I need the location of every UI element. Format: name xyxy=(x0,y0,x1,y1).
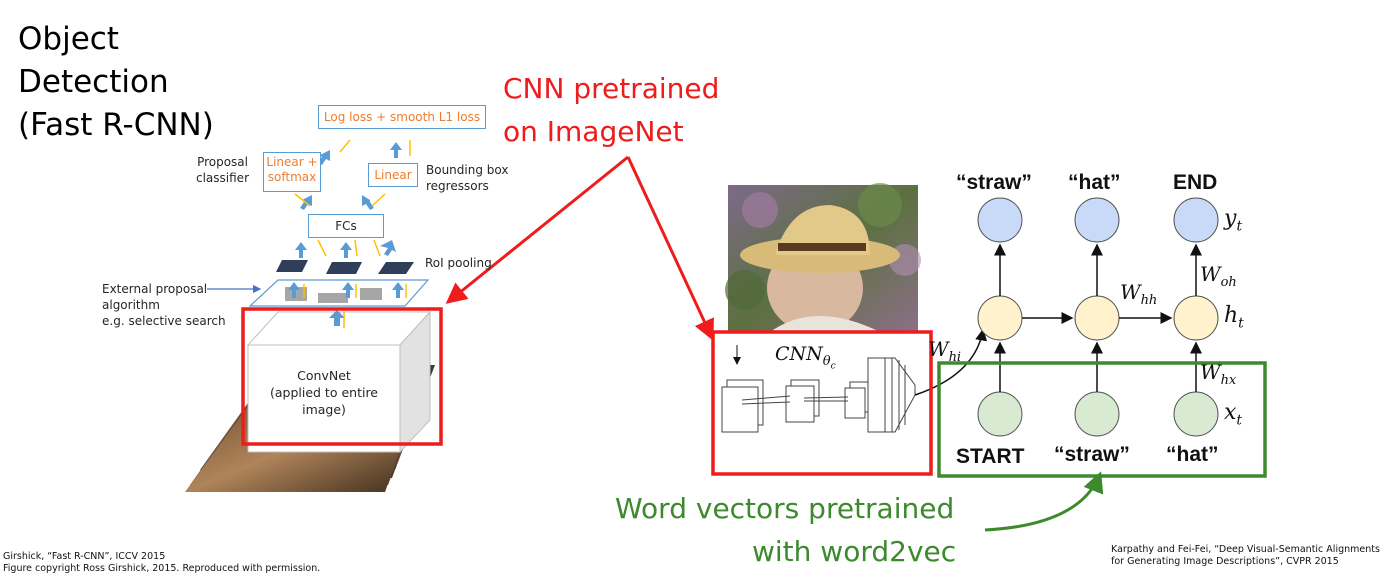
convnet-line2: (applied to entire xyxy=(269,385,378,400)
x-sub: t xyxy=(1236,412,1243,429)
input-word-1: START xyxy=(956,445,1025,468)
citation-right-line2: for Generating Image Descriptions”, CVPR… xyxy=(1111,556,1339,567)
left-cnn-highlight xyxy=(241,307,443,446)
cnn-theta-sub: c xyxy=(830,361,836,372)
word-vectors-line2: with word2vec xyxy=(752,535,957,568)
convnet-line1: ConvNet xyxy=(297,368,351,383)
woh-sub: oh xyxy=(1220,275,1237,290)
citation-left-line1: Girshick, “Fast R-CNN”, ICCV 2015 xyxy=(3,551,166,562)
whi-sub: hi xyxy=(948,350,962,365)
x-t-label: xt xyxy=(1224,400,1242,428)
linear-softmax-line1: Linear + xyxy=(266,155,318,169)
convnet-cube xyxy=(246,310,432,454)
word-vectors-line1: Word vectors pretrained xyxy=(615,492,955,525)
w-hx-label: Whx xyxy=(1200,360,1236,388)
fcs-box: FCs xyxy=(308,214,384,238)
word-vectors-arrow xyxy=(984,471,1104,532)
cnn-theta-label: CNNθc xyxy=(775,343,836,371)
input-word-3: “hat” xyxy=(1166,443,1219,466)
whh-text: W xyxy=(1120,280,1141,304)
whi-connection xyxy=(914,328,988,396)
woh-text: W xyxy=(1200,262,1221,286)
whx-text: W xyxy=(1200,360,1221,384)
whx-sub: hx xyxy=(1220,373,1237,388)
cnn-text: CNN xyxy=(775,343,823,365)
citation-right: Karpathy and Fei-Fei, “Deep Visual-Seman… xyxy=(1111,544,1380,568)
convnet-line3: image) xyxy=(302,402,346,417)
rnn-edges xyxy=(994,243,1202,392)
linear-softmax-line2: softmax xyxy=(267,170,317,184)
roi-pooling-label: RoI pooling xyxy=(425,256,492,270)
y-t-label: yt xyxy=(1224,206,1242,234)
proposal-classifier-label: Proposal classifier xyxy=(196,154,249,186)
linear-box: Linear xyxy=(368,163,418,187)
cnn-pretrained-line2: on ImageNet xyxy=(503,115,684,148)
external-proposal-line2: algorithm xyxy=(102,298,160,312)
yellow-gradient-arrows xyxy=(294,139,411,328)
linear-softmax-box: Linear + softmax xyxy=(263,152,321,192)
output-word-3: END xyxy=(1173,171,1218,194)
y-sub: t xyxy=(1236,218,1243,235)
w-hh-label: Whh xyxy=(1120,280,1157,308)
slide-title-line2: Detection xyxy=(18,64,169,100)
citation-left: Girshick, “Fast R-CNN”, ICCV 2015 Figure… xyxy=(3,551,320,575)
citation-left-line2: Figure copyright Ross Girshick, 2015. Re… xyxy=(3,563,321,574)
output-word-1: “straw” xyxy=(956,171,1032,194)
h-t-label: ht xyxy=(1224,303,1244,331)
bbox-regressors-line1: Bounding box xyxy=(426,163,509,177)
external-proposal-line1: External proposal xyxy=(102,282,208,296)
y-text: y xyxy=(1224,206,1237,231)
roi-pooled-maps xyxy=(276,260,414,274)
proposal-classifier-line2: classifier xyxy=(196,171,249,185)
external-proposal-label: External proposal algorithm e.g. selecti… xyxy=(102,281,226,329)
loss-box: Log loss + smooth L1 loss xyxy=(318,105,486,129)
bbox-regressors-label: Bounding box regressors xyxy=(426,162,508,194)
w-oh-label: Woh xyxy=(1200,262,1237,290)
cnn-icon xyxy=(721,345,916,433)
h-sub: t xyxy=(1238,315,1244,332)
whi-text: W xyxy=(928,337,949,361)
h-text: h xyxy=(1224,303,1239,328)
slide-title-line3: (Fast R-CNN) xyxy=(18,107,214,143)
feature-map-plane xyxy=(248,279,430,307)
w-hi-label: Whi xyxy=(928,337,961,365)
external-proposal-line3: e.g. selective search xyxy=(102,314,226,328)
x-text: x xyxy=(1224,400,1237,425)
cnn-pretrained-arrows xyxy=(445,155,714,341)
proposal-classifier-line1: Proposal xyxy=(197,155,248,169)
cnn-pretrained-line1: CNN pretrained xyxy=(503,72,720,105)
rnn-nodes xyxy=(977,197,1219,437)
cnn-theta: θ xyxy=(822,353,831,369)
blue-flow-arrows xyxy=(288,142,404,326)
input-photo xyxy=(725,183,921,333)
convnet-label: ConvNet (applied to entire image) xyxy=(254,367,394,418)
right-cnn-highlight xyxy=(711,330,933,476)
output-word-2: “hat” xyxy=(1068,171,1121,194)
input-word-2: “straw” xyxy=(1054,443,1130,466)
whh-sub: hh xyxy=(1140,293,1158,308)
citation-right-line1: Karpathy and Fei-Fei, “Deep Visual-Seman… xyxy=(1111,544,1380,555)
slide-title-line1: Object xyxy=(18,21,119,57)
bbox-regressors-line2: regressors xyxy=(426,179,489,193)
